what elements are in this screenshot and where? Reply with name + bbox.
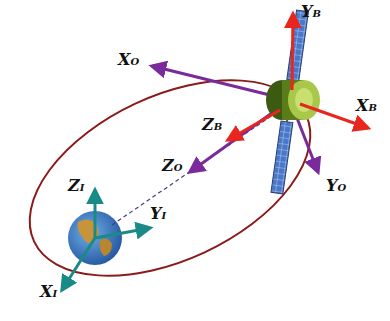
axis-label: YI [150, 206, 166, 222]
axis-label: XO [118, 52, 139, 68]
axis-label: ZB [202, 117, 222, 133]
axis-label: ZI [68, 178, 84, 194]
axis-label: YB [301, 4, 321, 20]
axis-label: XI [40, 284, 57, 300]
axis-label: XB [356, 98, 377, 114]
axis-label: ZO [162, 158, 182, 174]
axis-label: YO [326, 178, 346, 194]
